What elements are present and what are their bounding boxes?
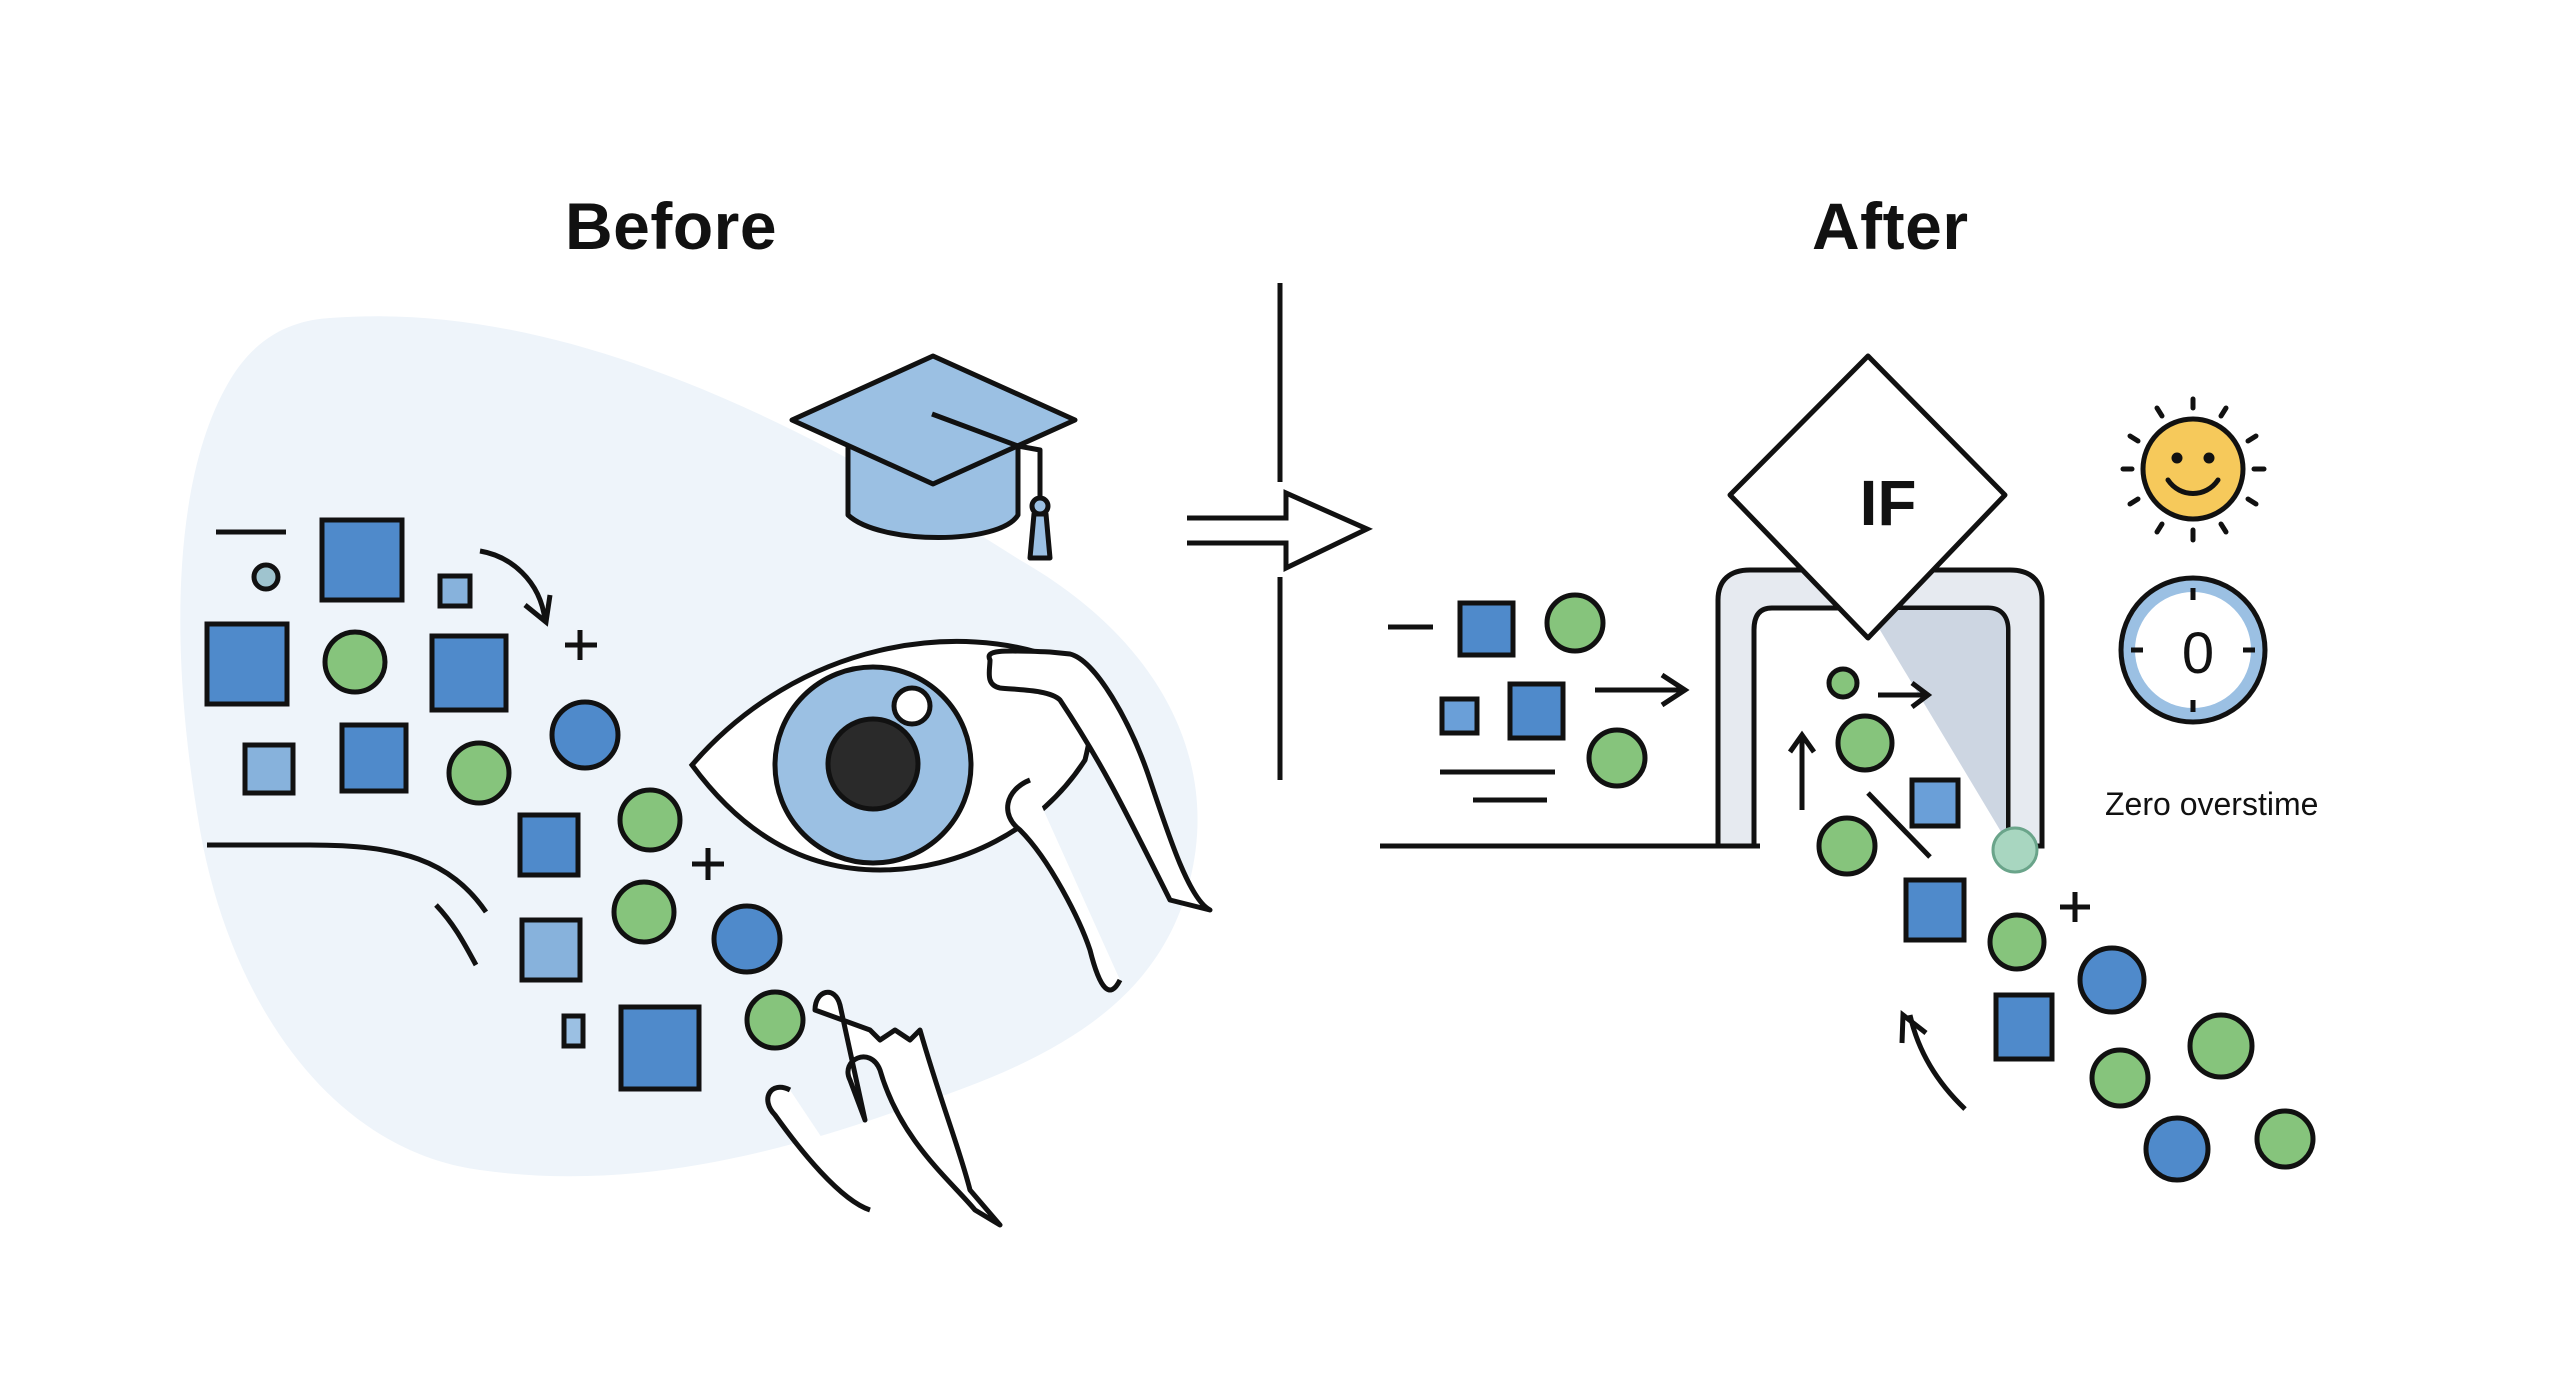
graduation-cap-icon [789, 353, 1078, 561]
after-input-shapes [1388, 592, 1690, 803]
if-decision-label: IF [1859, 467, 1917, 539]
timer-value: 0 [2181, 621, 2215, 686]
green-circle [611, 879, 677, 945]
green-circle [322, 629, 388, 695]
plus-mark [565, 630, 597, 660]
blurred-dot [1991, 826, 2039, 874]
blue-circle [711, 903, 783, 975]
curve-line [434, 903, 479, 967]
green-circle [744, 989, 806, 1051]
zero-overtime-caption: Zero overstime [2105, 786, 2319, 822]
before-scattered-shapes [204, 517, 806, 1092]
curved-arrow [479, 548, 548, 621]
blue-square [319, 517, 405, 603]
before-title: Before [565, 189, 778, 263]
small-teal-circle [251, 562, 281, 592]
light-blue-square [437, 573, 473, 609]
blue-circle [549, 699, 621, 771]
blue-square [517, 812, 581, 878]
green-circle [617, 787, 683, 853]
light-blue-square [242, 742, 296, 796]
after-output-shapes [1899, 877, 2316, 1183]
blue-square [204, 621, 290, 707]
hand-pointing-icon [765, 990, 1003, 1228]
light-blue-square [519, 917, 583, 983]
eye-icon [688, 638, 1095, 873]
hand-pinching-icon [986, 648, 1213, 993]
blue-square [429, 633, 509, 713]
plus-mark [692, 848, 724, 880]
gateway-flow-shapes [1787, 666, 2039, 877]
smiling-sun-icon [2120, 396, 2267, 543]
timer-clock-icon [2118, 575, 2268, 725]
green-circle [446, 740, 512, 806]
curve-line [207, 842, 489, 914]
light-blue-square [561, 1013, 586, 1049]
blue-square [339, 722, 409, 794]
if-decision-diamond [1727, 353, 2008, 641]
after-title: After [1812, 189, 1969, 263]
blue-square [618, 1004, 702, 1092]
light-beam [1868, 610, 2006, 840]
transition-arrow-icon [1187, 489, 1373, 572]
